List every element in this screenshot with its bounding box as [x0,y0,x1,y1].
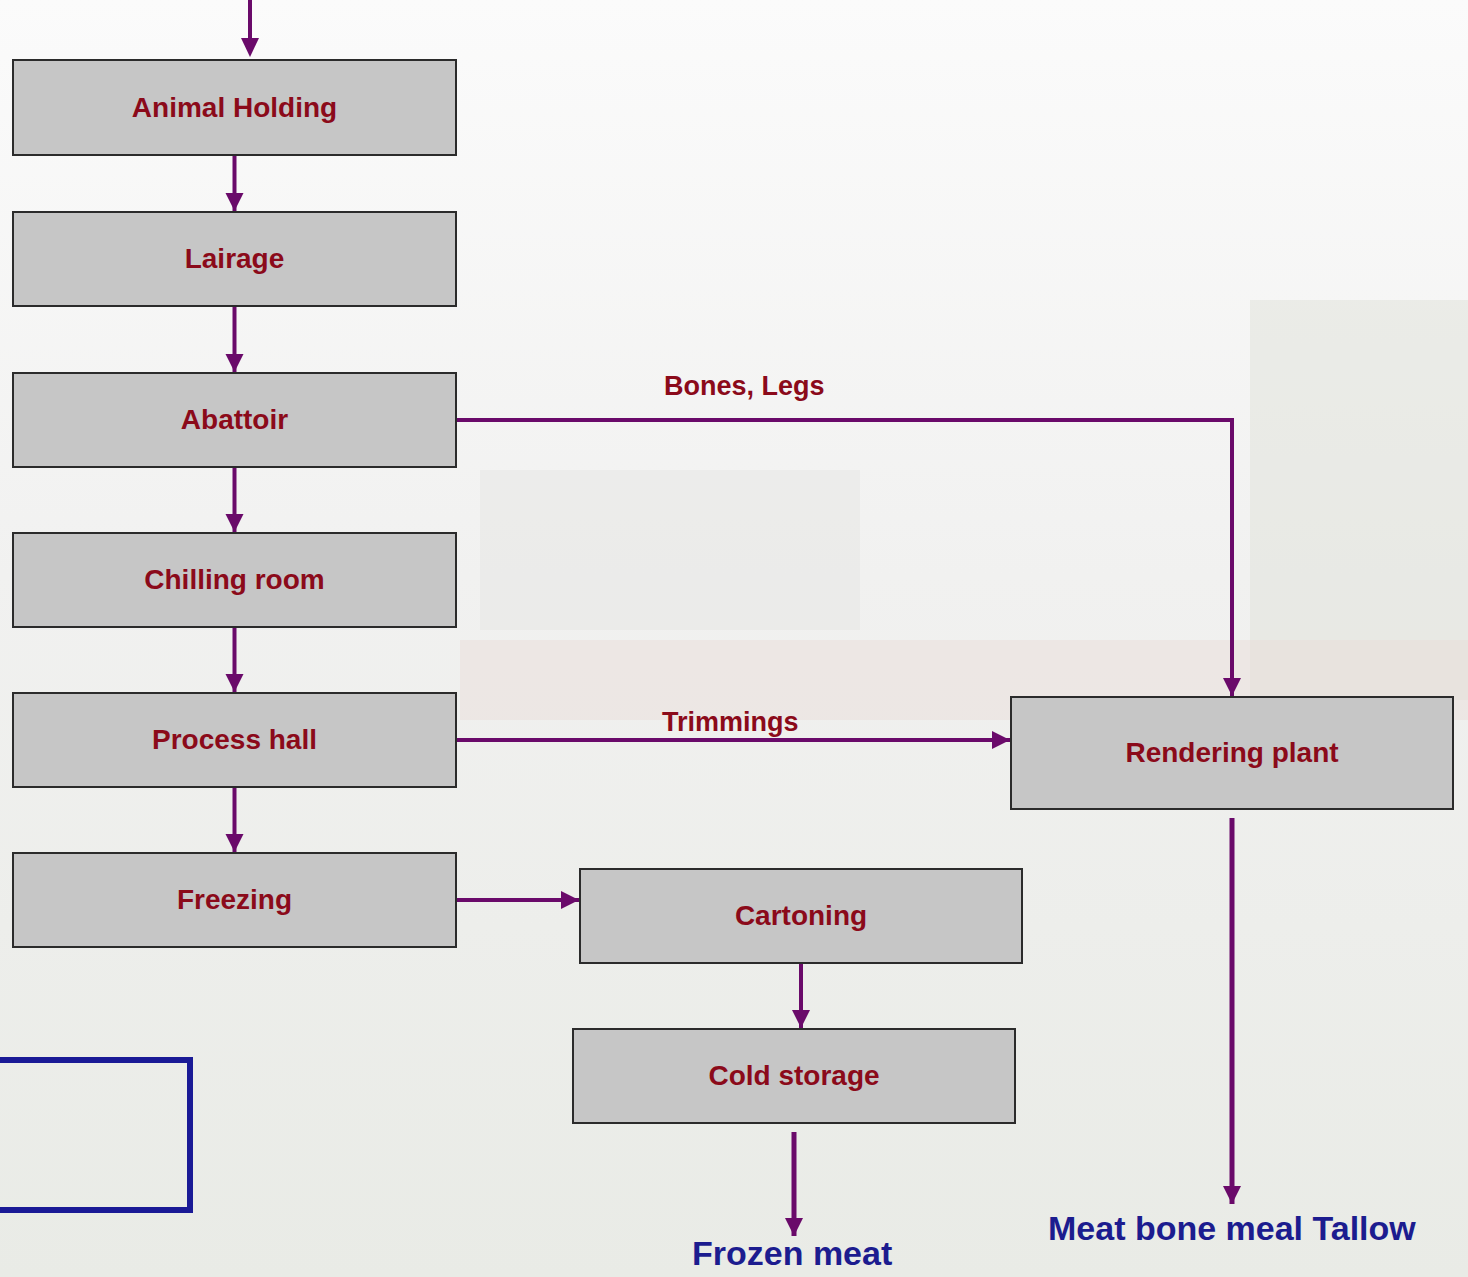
output-arrow [792,1132,797,1236]
flow-arrow [457,420,1232,696]
empty-frame [0,1060,190,1210]
flow-arrow [799,964,803,1028]
process-box: Animal Holding [12,59,457,156]
box-label: Lairage [175,243,295,275]
process-box: Cold storage [572,1028,1016,1124]
process-box: Process hall [12,692,457,788]
input-arrowhead [241,38,259,57]
flow-arrow [457,738,1010,742]
flow-arrow [233,628,237,692]
process-box: Chilling room [12,532,457,628]
process-box: Freezing [12,852,457,948]
edge-label: Bones, Legs [664,371,825,402]
box-label: Cartoning [725,900,877,932]
process-box: Cartoning [579,868,1023,964]
box-label: Freezing [167,884,302,916]
box-label: Cold storage [698,1060,889,1092]
output-label: Frozen meat [692,1234,892,1273]
process-box: Abattoir [12,372,457,468]
flow-arrow [233,788,237,852]
flow-arrow [457,898,579,902]
edge-label: Trimmings [662,707,799,738]
process-box: Lairage [12,211,457,307]
process-box: Rendering plant [1010,696,1454,810]
box-label: Abattoir [171,404,298,436]
input-arrow [248,0,252,40]
flow-arrow [233,156,237,211]
box-label: Chilling room [134,564,334,596]
faint-building [480,470,860,630]
flow-arrow [233,307,237,372]
box-label: Process hall [142,724,327,756]
flow-arrow [233,468,237,532]
box-label: Rendering plant [1115,737,1348,769]
output-label: Meat bone meal Tallow [1048,1209,1416,1248]
output-arrow [1230,818,1235,1204]
box-label: Animal Holding [122,92,347,124]
